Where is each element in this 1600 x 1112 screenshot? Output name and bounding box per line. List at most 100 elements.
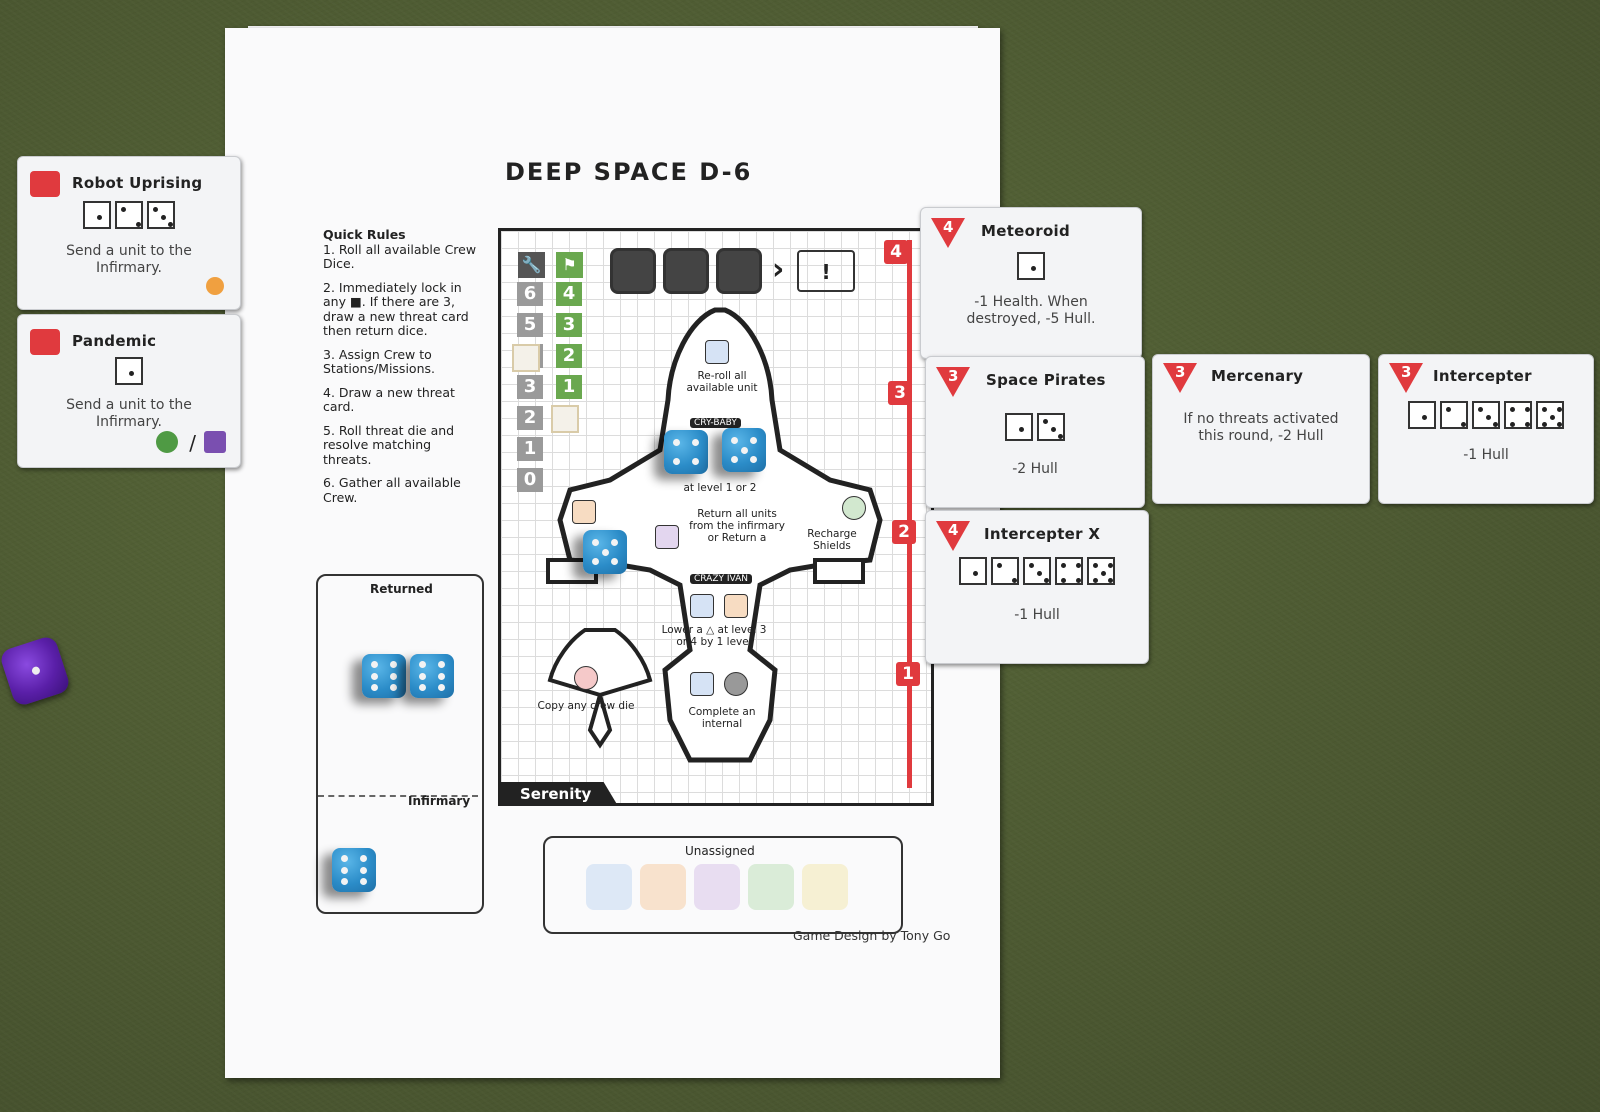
reroll-station-text[interactable]: Re-roll all available unit [686,370,758,394]
die-pip [592,558,599,565]
threat-level-badge [936,521,970,551]
engineering-crazy-ivan-icon[interactable] [724,594,748,618]
crew-die-commander-station[interactable] [722,428,766,472]
pip [997,563,1002,568]
pip [121,207,126,212]
returned-infirmary-panel[interactable] [316,574,484,914]
shield-marker[interactable] [551,405,579,433]
die-pip [438,672,445,680]
threat-card-intercepter[interactable]: 3 Intercepter -1 Hull [1378,354,1594,504]
pip [1044,578,1049,583]
science-station-icon[interactable] [655,525,679,549]
shield-track-cell[interactable]: 3 [556,313,582,337]
hull-track-cell[interactable]: 3 [517,375,543,399]
card-text: -1 Health. When destroyed, -5 Hull. [966,294,1096,327]
card-dice-row [18,357,240,385]
hull-marker[interactable] [512,344,540,372]
hull-track-cell[interactable]: 6 [517,282,543,306]
threat-card-mercenary[interactable]: 3 Mercenary If no threats activated this… [1152,354,1370,504]
hull-track-cell[interactable]: 0 [517,468,543,492]
return-units-station-text[interactable]: Return all units from the infirmary or R… [689,508,785,544]
alert-slot-icon[interactable]: ! [797,250,855,292]
crew-die-infirmary[interactable] [332,848,376,892]
unassigned-panel[interactable] [543,836,903,934]
die-pip [673,458,680,465]
threat-level-number: 4 [943,218,954,236]
lock-slot-1[interactable] [610,248,656,294]
crisis-card-robot-uprising[interactable]: Robot Uprising Send a unit to the Infirm… [17,156,241,310]
pip [153,207,158,212]
crisis-card-pandemic[interactable]: Pandemic Send a unit to the Infirmary. / [17,314,241,468]
pip [1446,407,1451,412]
complete-internal-station-text[interactable]: Complete an internal [688,706,756,730]
die-pip [592,539,599,546]
pip [1018,426,1024,432]
pip [160,214,166,220]
pip [1542,407,1547,412]
die-pip [750,456,757,463]
pip [1043,419,1048,424]
crew-slot-science-icon[interactable] [694,864,740,910]
threat-card-meteoroid[interactable]: 4 Meteoroid -1 Health. When destroyed, -… [920,207,1142,359]
hull-track-cell[interactable]: 5 [517,313,543,337]
threat-card-intercepter-x[interactable]: 4 Intercepter X -1 Hull [925,510,1149,664]
pip [1493,422,1498,427]
commander-crazy-ivan-icon[interactable] [690,594,714,618]
commander-internal-icon[interactable] [690,672,714,696]
threat-level-1: 1 [896,662,920,686]
shield-track-cell[interactable]: 4 [556,282,582,306]
card-title: Mercenary [1211,367,1304,385]
card-title: Intercepter [1433,367,1532,385]
pip [1525,422,1530,427]
hull-track-cell[interactable]: 2 [517,406,543,430]
rule-step: 5. Roll threat die and resolve matching … [323,422,455,467]
pip [1108,578,1113,583]
tactical-shuttle-icon[interactable] [574,666,598,690]
pip [972,570,978,576]
die-face-icon [1504,401,1532,429]
pip [1058,434,1063,439]
pip [1012,578,1017,583]
crew-slot-tactical-icon[interactable] [640,864,686,910]
lock-slot-3[interactable] [716,248,762,294]
slash-icon: / [189,431,196,455]
medical-station-icon[interactable] [842,496,866,520]
die-face-icon [1005,413,1033,441]
pip [1421,414,1427,420]
threat-card-space-pirates[interactable]: 3 Space Pirates -2 Hull [925,356,1145,508]
crew-slot-engineering-icon[interactable] [802,864,848,910]
die-pip [390,672,397,680]
cry-baby-label: CRY-BABY [690,418,741,428]
crew-slot-commander-icon[interactable] [586,864,632,910]
lower-threat-station-text[interactable]: Lower a △ at level 3 or 4 by 1 level [661,624,767,648]
die-pip [750,437,757,444]
engineering-station-icon[interactable] [572,500,596,524]
die-face-icon [115,201,143,229]
recharge-shields-station-text[interactable]: Recharge Shields [807,528,857,552]
hull-track-cell[interactable]: 1 [517,437,543,461]
pip [1542,422,1547,427]
pip [1478,407,1483,412]
science-icon [204,431,226,453]
card-title: Robot Uprising [72,174,203,192]
any-crew-internal-icon[interactable] [724,672,748,696]
ship-silhouette [546,307,883,763]
shield-track-cell[interactable]: 1 [556,375,582,399]
crew-die-commander-station[interactable] [664,430,708,474]
die-pip [611,558,618,565]
commander-station-icon[interactable] [705,340,729,364]
shield-track-cell[interactable]: 2 [556,344,582,368]
lock-slot-2[interactable] [663,248,709,294]
die-pip [360,866,367,874]
crew-slot-medical-icon[interactable] [748,864,794,910]
crew-die-returned[interactable] [410,654,454,698]
copy-crew-station-text[interactable]: Copy any crew die [537,700,635,712]
die-pip [390,684,397,691]
crew-die-returned[interactable] [362,654,406,698]
pip [1510,407,1515,412]
threat-level-3: 3 [888,381,912,405]
crew-die-engineering-station[interactable] [583,530,627,574]
die-pip [611,539,618,546]
pip [1030,265,1036,271]
die-pip [419,672,426,680]
